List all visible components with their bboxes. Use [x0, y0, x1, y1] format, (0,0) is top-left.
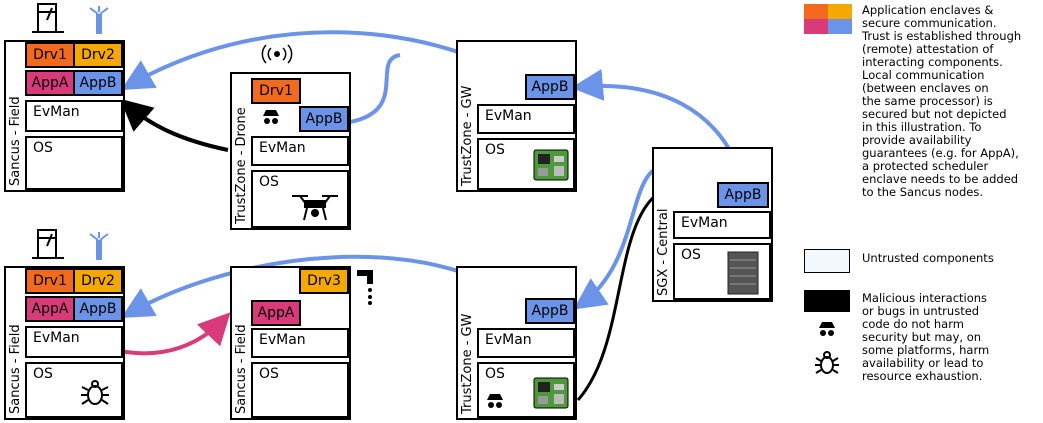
appa-enclave: AppA [25, 296, 75, 322]
drone-icon [292, 195, 338, 221]
antenna-signal-icon [261, 44, 293, 64]
evman-section: EvMan [477, 328, 575, 358]
drv1-enclave: Drv1 [25, 42, 75, 68]
sprinkler-icon [89, 6, 109, 34]
appb-enclave: AppB [299, 106, 349, 132]
appa-enclave: AppA [25, 70, 75, 96]
node-label: Sancus - Field [234, 324, 249, 414]
appb-enclave: AppB [73, 70, 123, 96]
appa-enclave: AppA [251, 300, 301, 326]
gauge-icon [32, 3, 64, 33]
spy-icon [819, 322, 835, 336]
os-section: OS [251, 170, 349, 228]
evman-section: EvMan [251, 136, 349, 166]
legend-untrusted-swatch [804, 249, 850, 273]
spy-icon [263, 110, 279, 124]
evman-section: EvMan [25, 100, 123, 132]
raspberry-pi-icon [533, 377, 569, 409]
node-label: TrustZone - GW [460, 85, 475, 186]
bug-icon [81, 380, 109, 405]
appb-enclave: AppB [73, 296, 123, 322]
node-label: Sancus - Field [8, 324, 23, 414]
node-sancus-field-middle: Sancus - Field Drv3 AppA EvMan OS [230, 266, 351, 420]
legend-malicious-text: Malicious interactions or bugs in untrus… [862, 291, 990, 383]
node-trustzone-drone: TrustZone - Drone Drv1 AppB EvMan OS [230, 72, 351, 230]
drv1-enclave: Drv1 [25, 268, 75, 294]
evman-section: EvMan [25, 326, 123, 358]
node-label: Sancus - Field [8, 96, 23, 186]
appb-enclave: AppB [525, 74, 575, 100]
drv2-enclave: Drv2 [73, 268, 123, 294]
evman-section: EvMan [673, 211, 771, 239]
faucet-icon [357, 270, 373, 305]
legend-untrusted-text: Untrusted components [862, 251, 994, 265]
node-label: TrustZone - GW [460, 313, 475, 414]
drv3-enclave: Drv3 [299, 268, 349, 294]
bug-icon [815, 351, 839, 374]
legend-malicious-swatch [804, 290, 850, 312]
os-section: OS [477, 138, 575, 190]
os-section: OS [25, 362, 123, 418]
os-section: OS [25, 136, 123, 190]
raspberry-pi-icon [533, 149, 569, 181]
os-section: OS [251, 362, 349, 418]
appb-enclave: AppB [525, 298, 575, 324]
legend-enclaves-text: Application enclaves & secure communicat… [862, 3, 1022, 199]
server-icon [727, 251, 759, 295]
evman-section: EvMan [477, 104, 575, 134]
appb-enclave: AppB [717, 182, 769, 208]
legend-enclave-swatch [804, 4, 852, 34]
drv2-enclave: Drv2 [73, 42, 123, 68]
drv1-enclave: Drv1 [251, 78, 301, 104]
node-sancus-field-top: Sancus - Field Drv1 Drv2 AppA AppB EvMan… [4, 40, 125, 192]
node-label: TrustZone - Drone [234, 107, 249, 224]
gauge-icon [32, 229, 64, 259]
sprinkler-icon [89, 232, 109, 260]
node-label: SGX - Central [656, 208, 671, 296]
evman-section: EvMan [251, 328, 349, 358]
arrow-drone-malicious [119, 98, 229, 152]
arrow-drone-to-gw-top [349, 53, 401, 124]
spy-icon [487, 394, 503, 408]
